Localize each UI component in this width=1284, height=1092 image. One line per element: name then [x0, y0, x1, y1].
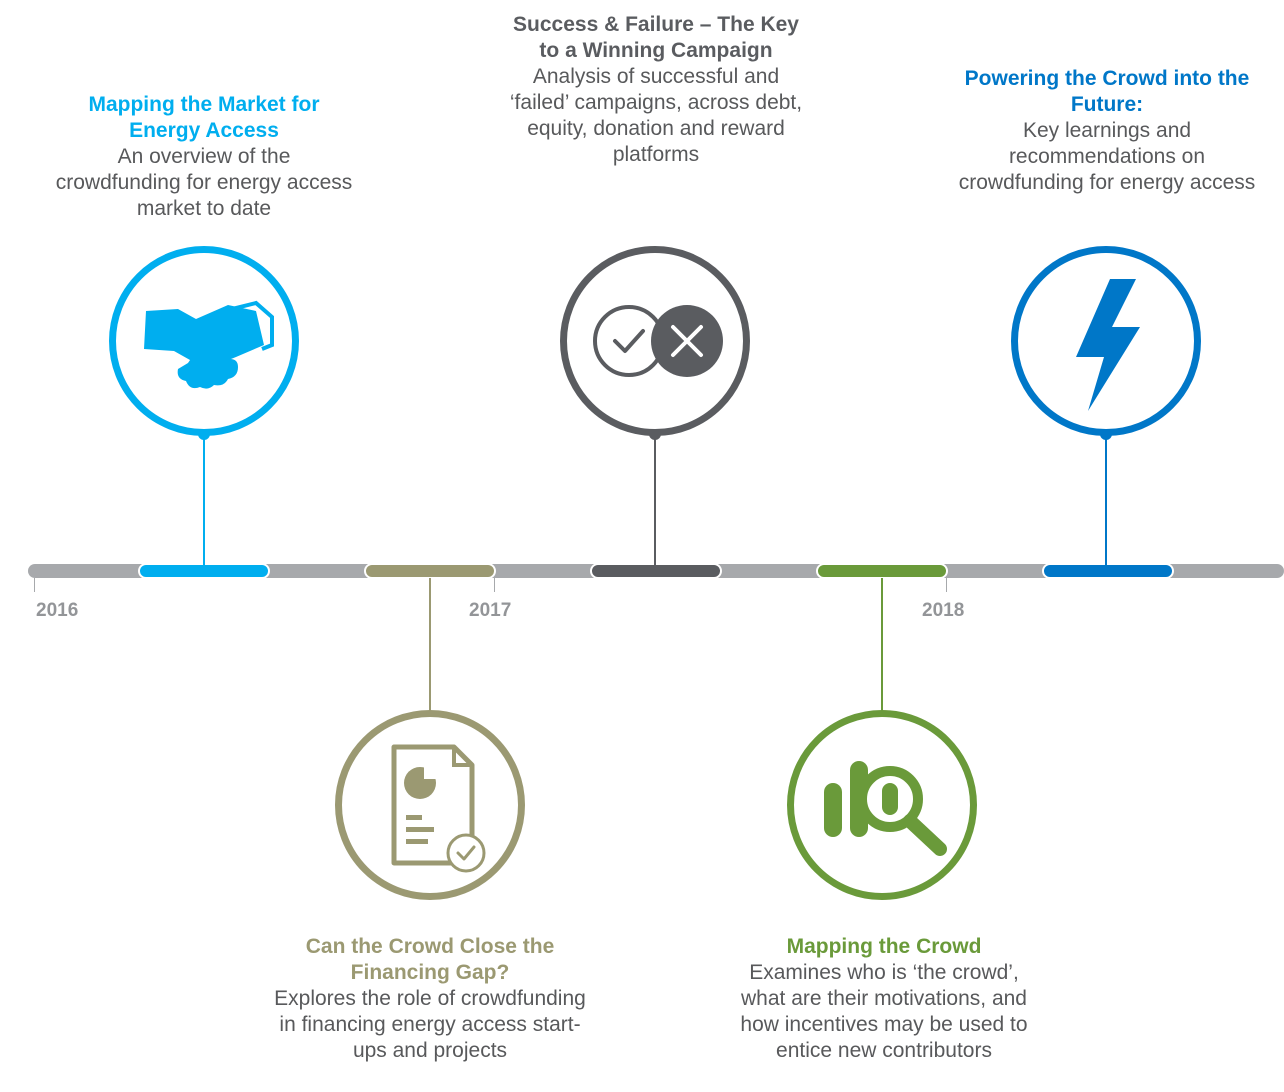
milestone-2-description: Explores the role of crowdfunding in fin…: [274, 987, 586, 1062]
milestone-3-circle: [560, 246, 750, 436]
milestone-3-description: Analysis of successful and ‘failed’ camp…: [509, 65, 803, 166]
timeline-segment-2: [364, 563, 496, 579]
year-tick: [34, 578, 35, 592]
lightning-bolt-icon: [1076, 279, 1140, 411]
milestone-3-title: Success & Failure – The Key to a Winning…: [513, 13, 799, 62]
milestone-4-title: Mapping the Crowd: [786, 935, 982, 958]
connector-line: [654, 434, 656, 565]
milestone-4-description: Examines who is ‘the crowd’, what are th…: [740, 961, 1028, 1062]
connector-line: [429, 578, 431, 718]
milestone-2-title: Can the Crowd Close the Financing Gap?: [305, 935, 555, 984]
connector-line: [881, 578, 883, 718]
milestone-2-label: Can the Crowd Close the Financing Gap? E…: [272, 934, 588, 1064]
milestone-5-circle: [1011, 246, 1201, 436]
connector-line: [203, 434, 205, 565]
year-tick: [494, 578, 495, 592]
milestone-4-label: Mapping the Crowd Examines who is ‘the c…: [734, 934, 1034, 1064]
timeline-segment-3: [590, 563, 722, 579]
timeline-segment-5: [1042, 563, 1174, 579]
year-tick: [946, 578, 947, 592]
milestone-3-label: Success & Failure – The Key to a Winning…: [506, 12, 806, 168]
handshake-icon: [144, 300, 274, 389]
check-cross-icon: [593, 305, 723, 377]
milestone-4-circle: [787, 710, 977, 900]
milestone-1-title: Mapping the Market for Energy Access: [88, 93, 320, 142]
milestone-5-description: Key learnings and recommendations on cro…: [958, 119, 1256, 194]
bar-chart-magnifier-icon: [824, 761, 947, 856]
milestone-2-circle: [335, 710, 525, 900]
timeline-segment-1: [138, 563, 270, 579]
year-label: 2018: [922, 600, 965, 621]
milestone-1-label: Mapping the Market for Energy Access An …: [54, 92, 354, 222]
milestone-1-circle: [109, 246, 299, 436]
connector-line: [1105, 434, 1107, 565]
timeline-segment-4: [816, 563, 948, 579]
milestone-5-title: Powering the Crowd into the Future:: [964, 67, 1250, 116]
milestone-5-label: Powering the Crowd into the Future: Key …: [957, 66, 1257, 196]
report-check-icon: [391, 744, 486, 873]
milestone-1-description: An overview of the crowdfunding for ener…: [55, 145, 353, 220]
year-label: 2016: [36, 600, 79, 621]
year-label: 2017: [469, 600, 512, 621]
